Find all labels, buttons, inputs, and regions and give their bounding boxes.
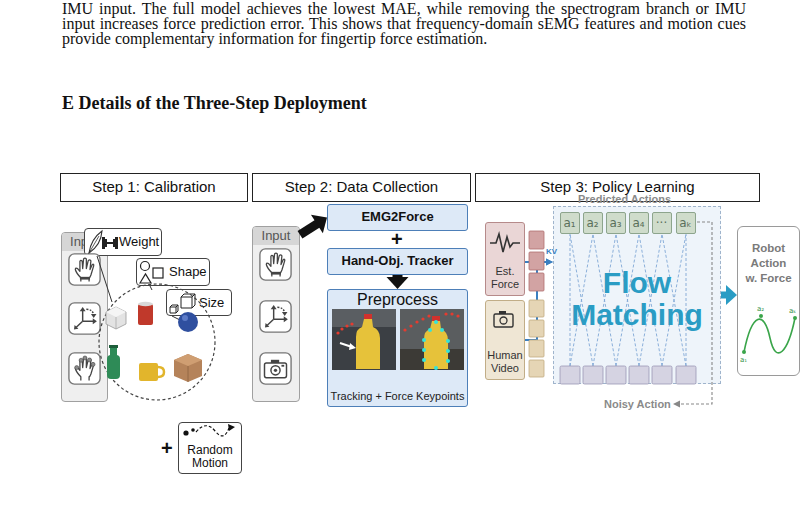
action-token: ··· xyxy=(652,212,672,234)
connector-line xyxy=(525,261,547,263)
node-text: Step 1: Calibration xyxy=(61,174,247,200)
node-text: Hand-Obj. Tracker xyxy=(328,249,467,273)
node-text: Input xyxy=(253,227,299,245)
tracker-box: Hand-Obj. Tracker xyxy=(327,248,468,275)
connector xyxy=(387,275,409,289)
attention-lines xyxy=(570,234,686,366)
connector xyxy=(300,215,327,235)
preprocess-box: PreprocessTracking + Force Keypoints xyxy=(327,289,468,407)
connector xyxy=(721,285,737,305)
section-label: Predicted Actions xyxy=(578,193,671,206)
force-input: Est. Force xyxy=(485,222,525,296)
node-text: a₄ xyxy=(630,213,648,233)
node-text: Shape xyxy=(169,259,209,284)
section-label: Noisy Action xyxy=(604,398,671,411)
arrow-head xyxy=(546,259,553,266)
step-header: Step 2: Data Collection xyxy=(252,173,471,202)
flow-matching-box: Flow Matching a₁a₂a₃a₄ ··· aₖ xyxy=(553,206,721,384)
output-box: Robot Action w. Force xyxy=(737,226,800,376)
node-text: Weight xyxy=(119,229,161,254)
section-heading: E Details of the Three-Step Deployment xyxy=(62,93,367,113)
plus-sign: + xyxy=(161,438,173,458)
trajectory-label: a₁ xyxy=(740,356,747,364)
input-panel: Input xyxy=(61,232,108,402)
plus-sign: + xyxy=(391,229,403,249)
action-token: a₄ xyxy=(629,212,649,234)
leader-lines xyxy=(97,256,180,320)
connector-line xyxy=(721,292,728,299)
object-set xyxy=(99,284,215,400)
video-input: Human Video xyxy=(485,300,525,380)
connector-line xyxy=(393,275,403,279)
node-text: Preprocess xyxy=(328,290,467,309)
input-icons xyxy=(69,249,291,384)
property-callout: Size xyxy=(166,289,232,316)
node-text: a₂ xyxy=(584,213,602,233)
action-token: a₂ xyxy=(583,212,603,234)
trajectory-label: aₖ xyxy=(789,307,796,315)
motion-callout: Random Motion xyxy=(178,422,242,474)
node-text: Robot Action w. Force xyxy=(744,241,794,286)
connector xyxy=(525,259,553,340)
robot-trajectory xyxy=(742,314,797,354)
connector xyxy=(525,259,553,266)
node-text: ··· xyxy=(653,213,671,233)
connector-line xyxy=(525,262,547,340)
action-token: a₁ xyxy=(560,212,580,234)
step-header: Step 1: Calibration xyxy=(60,173,248,202)
node-text: a₃ xyxy=(607,213,625,233)
node-text: Tracking + Force Keypoints xyxy=(328,390,467,403)
size-icons xyxy=(170,294,195,313)
arrow-head xyxy=(726,285,737,305)
feedback-loop xyxy=(673,222,712,408)
edge-label: KV xyxy=(546,247,557,256)
node-text: Step 2: Data Collection xyxy=(253,174,470,200)
property-callout: Weight xyxy=(84,228,162,256)
connector-line xyxy=(300,223,319,235)
input-stacks xyxy=(490,231,544,377)
arrow-head xyxy=(311,215,327,234)
noisy-action-tokens xyxy=(560,366,696,384)
shape-icons xyxy=(140,262,163,284)
property-callout: Shape xyxy=(136,258,210,286)
weight-icons xyxy=(89,231,118,253)
node-text: aₖ xyxy=(677,213,695,233)
input-panel: Input xyxy=(252,226,300,402)
node-text: Random Motion xyxy=(179,444,241,470)
node-text: Est. Force xyxy=(486,265,524,291)
node-text: EMG2Force xyxy=(328,205,467,229)
node-text: Flow Matching xyxy=(554,267,720,331)
model-box: EMG2Force xyxy=(327,204,468,231)
node-text: Size xyxy=(199,290,231,315)
action-token: a₃ xyxy=(606,212,626,234)
node-text: Human Video xyxy=(486,349,524,375)
node-text: a₁ xyxy=(561,213,579,233)
tracking-photos xyxy=(332,309,464,370)
action-token: aₖ xyxy=(676,212,696,234)
body-text: IMU input. The full model achieves the l… xyxy=(62,1,746,46)
random-motion-icon xyxy=(183,424,235,436)
arrow-head xyxy=(546,259,553,266)
arrow-head xyxy=(387,277,409,289)
trajectory-label: a₂ xyxy=(757,305,764,313)
